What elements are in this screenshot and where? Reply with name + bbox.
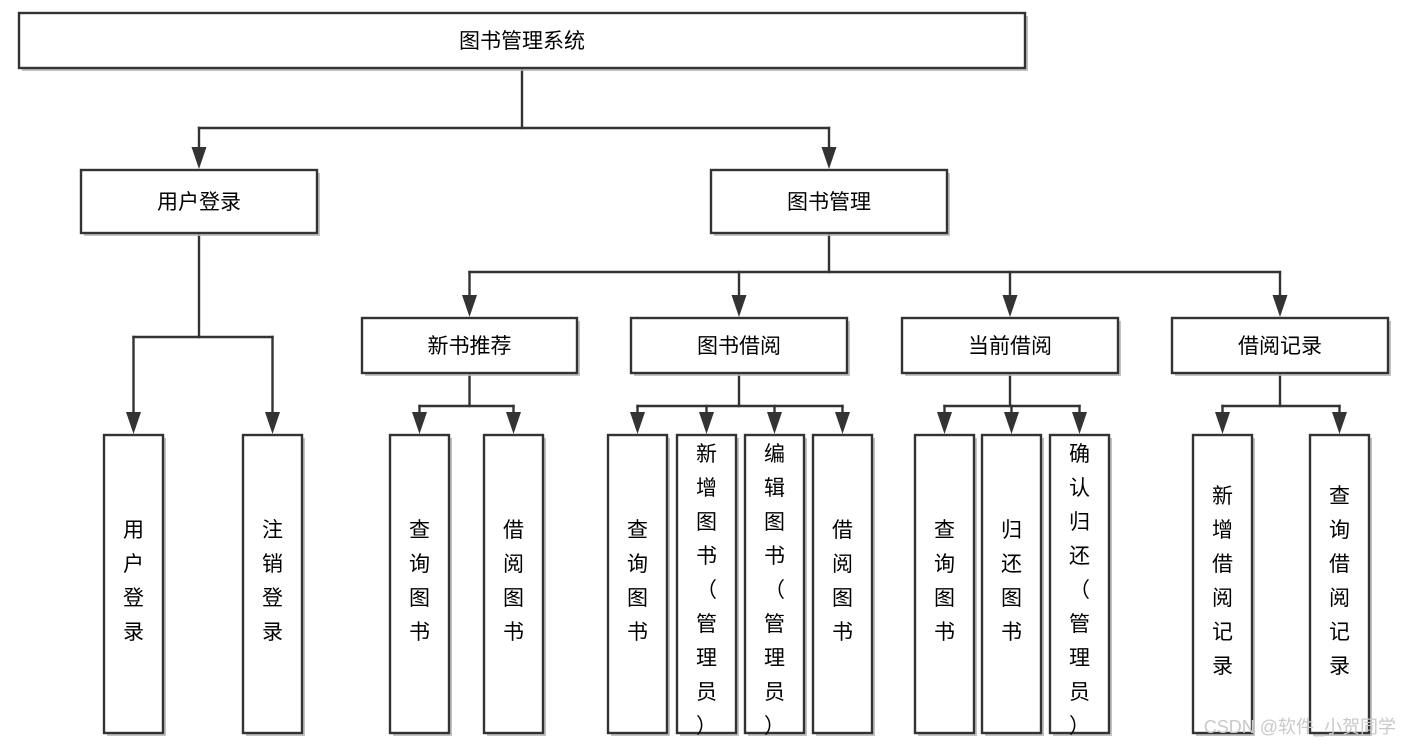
- edge-group-book-borrow: [630, 371, 850, 434]
- edge-group-book-manage: [462, 231, 1288, 317]
- node-box[interactable]: [913, 433, 976, 735]
- node-box[interactable]: [1191, 433, 1254, 735]
- node-box[interactable]: [482, 433, 545, 735]
- node-root[interactable]: 图书管理系统: [17, 11, 1028, 71]
- node-box[interactable]: [102, 433, 165, 735]
- node-box[interactable]: [388, 433, 451, 735]
- node-book-manage[interactable]: 图书管理: [709, 168, 950, 236]
- node-label: 查询图书: [409, 519, 430, 644]
- node-label: 图书借阅: [697, 335, 781, 358]
- node-box[interactable]: [606, 433, 669, 735]
- node-label: 新增借阅记录: [1212, 485, 1233, 678]
- node-leaf-user-login[interactable]: 用户登录: [102, 433, 166, 736]
- node-label: 借阅图书: [503, 519, 524, 644]
- edge-group-user-login: [126, 231, 280, 434]
- node-box[interactable]: [1048, 433, 1111, 735]
- node-leaf-confirm-return[interactable]: 确认归还（管理员）: [1048, 433, 1112, 738]
- node-label: 用户登录: [123, 519, 144, 644]
- node-box[interactable]: [811, 433, 874, 735]
- node-label: 借阅记录: [1238, 335, 1322, 358]
- edge-layer: [126, 66, 1347, 434]
- node-box[interactable]: [900, 316, 1120, 375]
- node-leaf-edit-book[interactable]: 编辑图书（管理员）: [743, 433, 807, 738]
- edge-group-current-borrow: [937, 371, 1087, 434]
- edge-group-borrow-record: [1215, 371, 1347, 434]
- node-box[interactable]: [1170, 316, 1390, 375]
- edge-group-root: [191, 66, 837, 169]
- node-box[interactable]: [79, 168, 319, 235]
- node-leaf-return-book[interactable]: 归还图书: [980, 433, 1044, 736]
- node-leaf-logout[interactable]: 注销登录: [241, 433, 305, 736]
- node-label: 图书管理系统: [459, 30, 585, 53]
- node-leaf-query-book-bb[interactable]: 查询图书: [606, 433, 670, 736]
- node-label: 编辑图书（管理员）: [764, 443, 785, 738]
- node-leaf-add-book[interactable]: 新增图书（管理员）: [675, 433, 739, 738]
- node-label: 当前借阅: [968, 335, 1052, 358]
- node-label: 确认归还（管理员）: [1069, 443, 1090, 738]
- node-label: 图书管理: [787, 191, 871, 214]
- node-label: 新增图书（管理员）: [696, 443, 717, 738]
- node-book-borrow[interactable]: 图书借阅: [629, 316, 850, 376]
- node-box[interactable]: [241, 433, 304, 735]
- node-label: 用户登录: [157, 191, 241, 214]
- node-layer: 图书管理系统用户登录图书管理新书推荐图书借阅当前借阅借阅记录用户登录注销登录查询…: [17, 11, 1391, 738]
- node-leaf-borrow-book-bb[interactable]: 借阅图书: [811, 433, 875, 736]
- node-current-borrow[interactable]: 当前借阅: [900, 316, 1121, 376]
- node-label: 借阅图书: [832, 519, 853, 644]
- node-label: 新书推荐: [428, 335, 512, 358]
- node-box[interactable]: [17, 11, 1027, 70]
- node-label: 查询图书: [934, 519, 955, 644]
- node-leaf-query-book-cb[interactable]: 查询图书: [913, 433, 977, 736]
- node-label: 查询借阅记录: [1329, 485, 1350, 678]
- node-box[interactable]: [629, 316, 849, 375]
- node-leaf-query-record[interactable]: 查询借阅记录: [1308, 433, 1372, 736]
- node-box[interactable]: [675, 433, 738, 735]
- node-borrow-record[interactable]: 借阅记录: [1170, 316, 1391, 376]
- node-user-login[interactable]: 用户登录: [79, 168, 320, 236]
- node-leaf-query-book-rec[interactable]: 查询图书: [388, 433, 452, 736]
- node-box[interactable]: [743, 433, 806, 735]
- watermark-label: CSDN @软件_小贺同学: [1204, 717, 1396, 738]
- node-box[interactable]: [980, 433, 1043, 735]
- node-leaf-borrow-book-rec[interactable]: 借阅图书: [482, 433, 546, 736]
- node-box[interactable]: [360, 316, 579, 375]
- edge-group-new-book-rec: [412, 371, 521, 434]
- node-label: 归还图书: [1001, 519, 1022, 644]
- node-label: 注销登录: [262, 519, 283, 644]
- node-box[interactable]: [709, 168, 949, 235]
- node-leaf-add-record[interactable]: 新增借阅记录: [1191, 433, 1255, 736]
- node-box[interactable]: [1308, 433, 1371, 735]
- node-new-book-rec[interactable]: 新书推荐: [360, 316, 580, 376]
- node-label: 查询图书: [627, 519, 648, 644]
